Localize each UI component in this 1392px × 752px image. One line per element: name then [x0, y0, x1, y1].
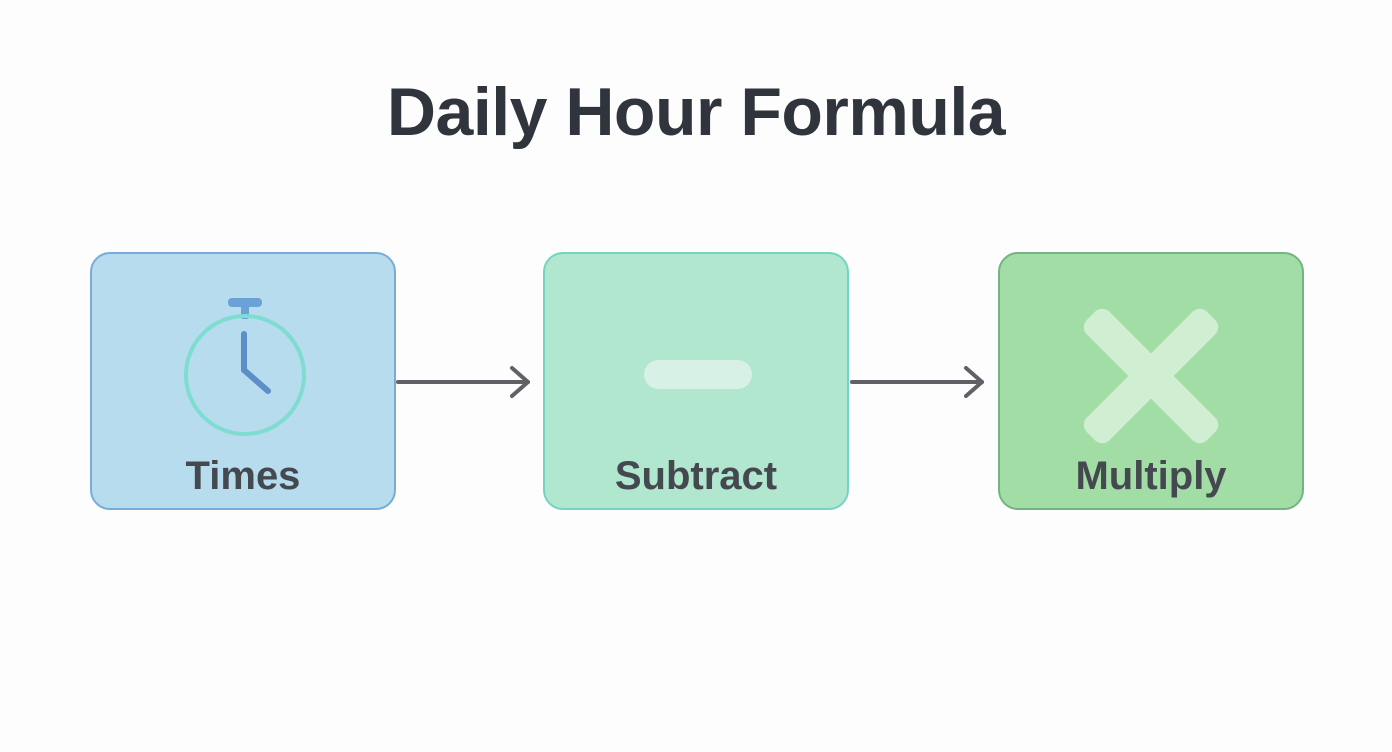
multiply-icon [1083, 308, 1219, 444]
arrow-icon [850, 366, 984, 398]
step-box-subtract: Subtract [543, 252, 849, 510]
stopwatch-icon [184, 298, 306, 436]
step-label-multiply: Multiply [1075, 454, 1227, 498]
arrow-icon [396, 366, 530, 398]
step-label-times: Times [185, 454, 301, 498]
minus-icon [644, 360, 752, 389]
step-box-times: Times [90, 252, 396, 510]
step-box-multiply: Multiply [998, 252, 1304, 510]
diagram-title: Daily Hour Formula [386, 74, 1006, 150]
step-label-subtract: Subtract [614, 454, 778, 498]
